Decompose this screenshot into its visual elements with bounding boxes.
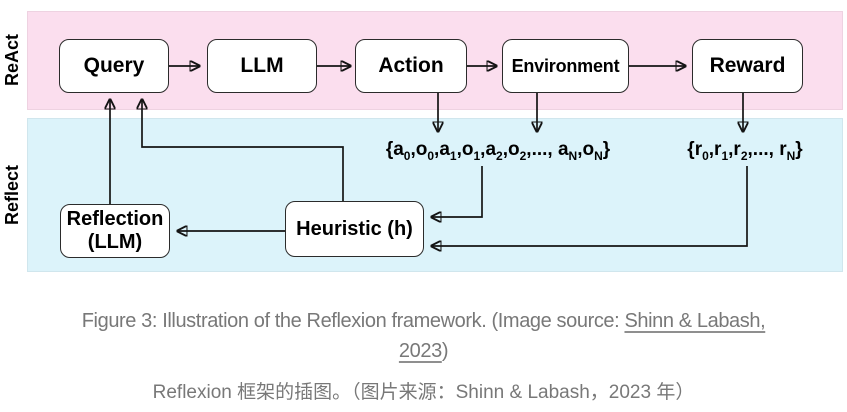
source-link[interactable]: 2023 xyxy=(398,340,442,362)
connector-arrows xyxy=(0,0,847,290)
rewards-sequence: {r0,r1,r2,..., rN} xyxy=(687,139,803,163)
figure-caption-chinese: Reflexion 框架的插图。（图片来源：Shinn & Labash，202… xyxy=(152,382,695,403)
arrow-rewards-to-heuristic xyxy=(432,166,748,246)
node-heuristic: Heuristic (h) xyxy=(285,201,424,257)
caption-text-suffix: ) xyxy=(441,340,449,362)
node-action: Action xyxy=(355,39,467,93)
arrow-heuristic-to-query xyxy=(142,100,344,201)
source-link[interactable]: Shinn & Labash, xyxy=(624,310,766,332)
caption-text: Figure 3: Illustration of the Reflexion … xyxy=(81,310,625,332)
arrow-trace-to-heuristic xyxy=(432,166,483,217)
node-query: Query xyxy=(59,39,169,93)
node-environment: Environment xyxy=(502,39,629,93)
node-reward: Reward xyxy=(692,39,803,93)
figure-caption: Figure 3: Illustration of the Reflexion … xyxy=(0,306,847,366)
node-llm: LLM xyxy=(207,39,317,93)
actions-observations-sequence: {a0,o0,a1,o1,a2,o2,..., aN,oN} xyxy=(385,139,611,163)
node-reflection: Reflection (LLM) xyxy=(60,204,170,258)
